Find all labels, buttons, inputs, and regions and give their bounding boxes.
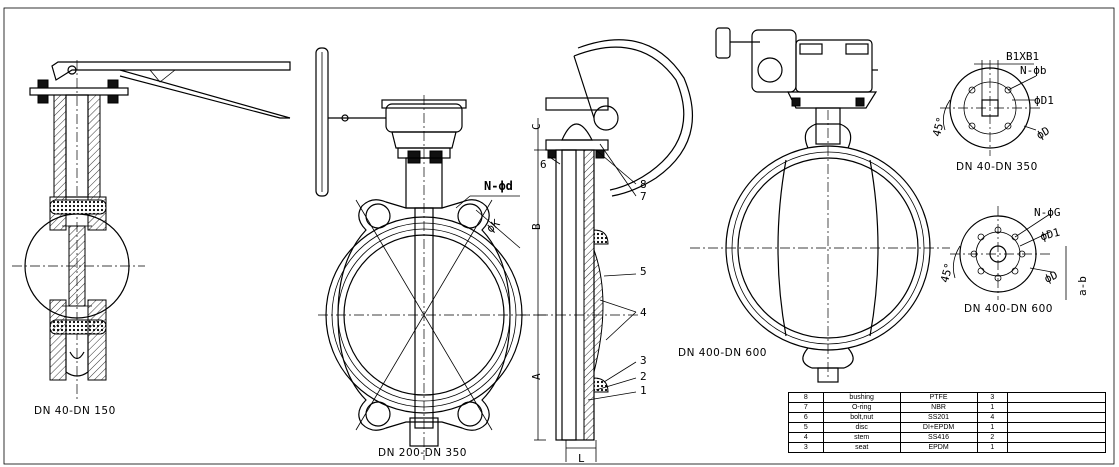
part-number: 5 [788, 422, 824, 433]
caption-dn200-350: DN 200-DN 350 [378, 447, 467, 459]
part-quantity: 1 [976, 422, 1009, 433]
balloon-7: 7 [640, 190, 647, 203]
dim-c: C [530, 123, 543, 130]
part-name: bushing [822, 392, 901, 403]
part-name: disc [822, 422, 901, 433]
part-number: 7 [788, 402, 824, 413]
dim-angle-large: 45° [938, 261, 956, 284]
part-name: O-ring [822, 402, 901, 413]
dim-phi-d1-small: ϕD1 [1034, 94, 1054, 107]
part-remark [1007, 432, 1106, 443]
part-name: seat [822, 442, 901, 453]
balloon-4: 4 [640, 306, 647, 319]
part-number: 4 [788, 432, 824, 443]
part-quantity: 4 [976, 412, 1009, 423]
part-quantity: 1 [976, 442, 1009, 453]
balloon-3: 3 [640, 354, 647, 367]
dim-n-phi-d: N-ϕd [484, 179, 513, 193]
dim-phi-d-large: ϕD [1042, 268, 1060, 285]
part-remark [1007, 392, 1106, 403]
balloon-2: 2 [640, 370, 647, 383]
balloon-6: 6 [540, 158, 547, 171]
part-number: 6 [788, 412, 824, 423]
dim-b: B [530, 223, 543, 230]
view-lever-section [12, 60, 291, 400]
part-remark [1007, 412, 1106, 423]
dim-phi-d1-large: ϕD1 [1039, 226, 1062, 244]
flange-detail-small [940, 60, 1040, 156]
part-remark [1007, 402, 1106, 413]
dim-l: L [578, 452, 585, 465]
view-wafer-front [315, 47, 530, 460]
part-quantity: 1 [976, 402, 1009, 413]
caption-dn400-600-main: DN 400-DN 600 [678, 347, 767, 359]
dim-b1xb1: B1XB1 [1006, 50, 1039, 63]
part-remark [1007, 422, 1106, 433]
part-number: 3 [788, 442, 824, 453]
part-name: stem [822, 432, 901, 443]
drawing-border [3, 7, 1115, 465]
dim-n-phi-g: N-ϕG [1034, 206, 1061, 219]
part-material: PTFE [899, 392, 978, 403]
part-quantity: 2 [976, 432, 1009, 443]
caption-dn400-600-flange: DN 400-DN 600 [964, 303, 1053, 315]
dim-a-b: a-b [1076, 276, 1089, 296]
dim-n-phi-b: N-ϕb [1020, 64, 1047, 77]
part-remark [1007, 442, 1106, 453]
part-name: bolt,nut [822, 412, 901, 423]
part-material: SS416 [899, 432, 978, 443]
part-material: EPDM [899, 442, 978, 453]
part-quantity: 3 [976, 392, 1009, 403]
view-large-valve [690, 27, 950, 383]
balloon-1: 1 [640, 384, 647, 397]
balloon-5: 5 [640, 265, 647, 278]
caption-dn40-150: DN 40-DN 150 [34, 405, 116, 417]
dim-a: A [530, 373, 543, 380]
caption-dn40-350: DN 40-DN 350 [956, 161, 1038, 173]
balloon-8: 8 [640, 178, 647, 191]
part-material: DI+EPDM [899, 422, 978, 433]
view-side-section [520, 39, 694, 462]
flange-detail-large [950, 206, 1067, 300]
part-number: 8 [788, 392, 824, 403]
part-material: SS201 [899, 412, 978, 423]
part-material: NBR [899, 402, 978, 413]
dim-angle-small: 45° [930, 115, 948, 138]
dim-phi-d-small: ϕD [1034, 124, 1052, 142]
